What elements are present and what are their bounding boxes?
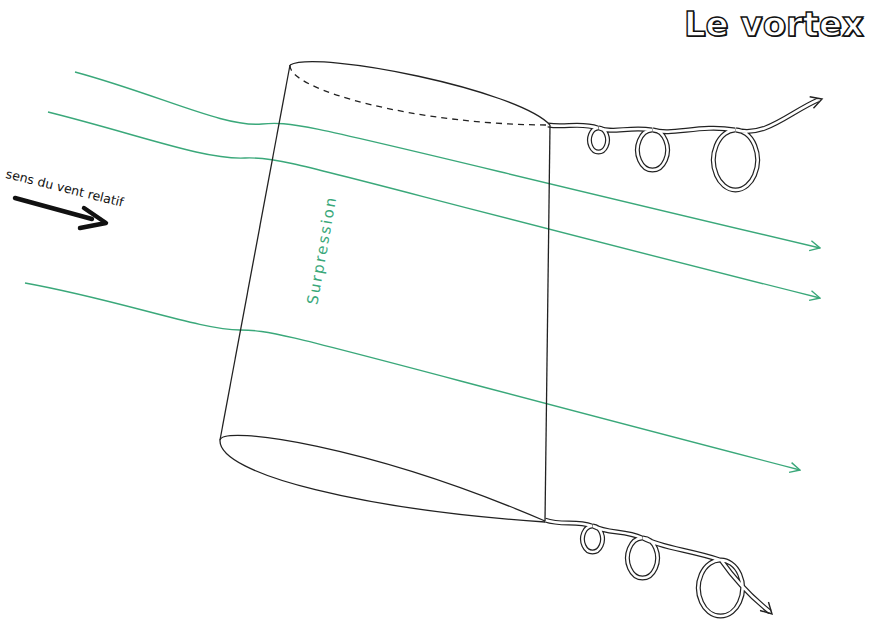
streamline — [25, 283, 800, 470]
vortex-top — [548, 99, 822, 190]
wind-label: sens du vent relatif — [4, 166, 125, 210]
wing-line — [220, 440, 545, 522]
streamline — [75, 72, 820, 248]
vortex-bottom — [545, 520, 772, 616]
wing-line — [220, 435, 545, 521]
wing-outline — [218, 45, 558, 535]
pressure-label: Surpression — [304, 194, 341, 306]
wing-section: Surpression — [218, 45, 558, 535]
wing-line — [290, 65, 550, 125]
streamline — [48, 112, 820, 298]
diagram-title: Le vortex — [684, 4, 864, 44]
wing-line — [220, 65, 290, 440]
streamlines — [25, 72, 820, 470]
wing-line — [290, 62, 550, 125]
wing-line — [545, 125, 550, 521]
